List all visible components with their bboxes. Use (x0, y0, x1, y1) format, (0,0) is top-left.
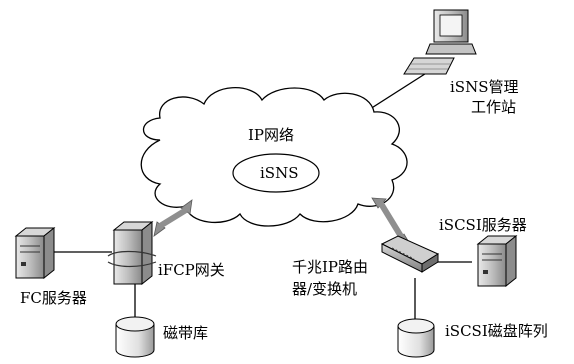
iscsi-server-label: iSCSI服务器 (439, 216, 527, 234)
workstation-icon (403, 9, 477, 75)
router-label-line2: 器/变换机 (292, 280, 358, 298)
router-label-line1: 千兆IP路由 (292, 258, 369, 276)
fc-server-label: FC服务器 (20, 289, 87, 307)
fc-server-icon (14, 226, 56, 280)
tape-library-label: 磁带库 (163, 324, 209, 342)
iscsi-array-label: iSCSI磁盘阵列 (445, 322, 548, 340)
isns-label: iSNS (260, 164, 299, 182)
ifcp-gateway-label: iFCP网关 (158, 261, 225, 279)
ifcp-gateway-icon (107, 220, 157, 286)
tape-library-icon (115, 316, 155, 358)
double-arrow-left-icon (153, 199, 193, 237)
iscsi-server-icon (476, 234, 518, 288)
router-icon (380, 235, 440, 273)
isns-station-label-line1: iSNS管理 (450, 78, 519, 96)
isns-station-label-line2: 工作站 (471, 98, 517, 116)
double-arrow-right-icon (371, 197, 411, 245)
ip-network-label: IP网络 (248, 126, 295, 144)
iscsi-disk-array-icon (397, 318, 435, 358)
isns-server-ellipse (232, 153, 320, 193)
